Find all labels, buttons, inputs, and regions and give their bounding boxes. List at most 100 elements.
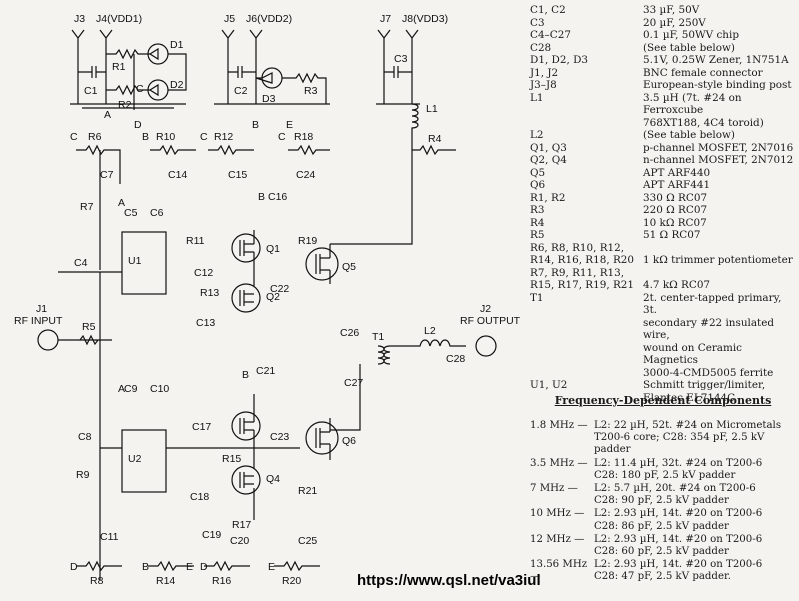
freq-band: 3.5 MHz —	[530, 457, 588, 469]
label-j7: J7	[380, 13, 391, 25]
part-ref: Q5	[530, 166, 546, 179]
label-q2: Q2	[266, 291, 280, 303]
label-c26: C26	[340, 327, 359, 339]
parts-list-row: C1, C2 33 µF, 50V	[530, 4, 796, 17]
parts-list-row: R6, R8, R10, R12, R14, R16, R18, R20 1 k…	[530, 242, 796, 267]
part-ref: Q6	[530, 179, 546, 191]
label-r9: R9	[76, 469, 90, 481]
part-value: 2t. center-tapped primary, 3t. secondary…	[643, 291, 782, 379]
freq-row: 13.56 MHz —L2: 2.93 µH, 14t. #20 on T200…	[530, 559, 796, 583]
label-c21: C21	[256, 365, 275, 377]
part-ref: J3–J8	[530, 79, 557, 91]
label-c20: C20	[230, 535, 249, 547]
label-j1b: RF INPUT	[14, 315, 63, 327]
label-a: A	[118, 383, 125, 395]
label-c27: C27	[344, 377, 363, 389]
u2-chip	[121, 429, 167, 493]
freq-band: 12 MHz —	[530, 533, 585, 545]
label-r16: R16	[212, 575, 231, 587]
label-c12: C12	[194, 267, 213, 279]
label-u2: U2	[128, 453, 142, 465]
part-ref: C1, C2	[530, 4, 566, 16]
label-b: B	[252, 119, 259, 131]
label-r6: R6	[88, 131, 102, 143]
label-c: C	[278, 131, 286, 143]
label-c7: C7	[100, 169, 114, 181]
freq-band: 7 MHz —	[530, 483, 578, 495]
label-c4: C4	[74, 257, 88, 269]
label-c3: C3	[394, 53, 408, 65]
part-value: BNC female connector	[643, 66, 763, 79]
part-value: 5.1V, 0.25W Zener, 1N751A	[643, 54, 789, 66]
part-value: 330 Ω RC07	[643, 191, 708, 204]
label-e: E	[186, 561, 193, 573]
label-c5: C5	[124, 207, 138, 219]
part-value: Schmitt trigger/limiter, Elantec EL7144C	[643, 379, 766, 404]
label-j4: J4(VDD1)	[96, 13, 142, 25]
label-e: E	[286, 119, 293, 131]
label-r4: R4	[428, 133, 442, 145]
label-j2: J2	[480, 303, 491, 315]
label-c16: C16	[268, 191, 287, 203]
label-c: C	[136, 83, 144, 95]
label-c: C	[70, 131, 78, 143]
part-ref: R7, R9, R11, R13, R15, R17, R19, R21	[530, 266, 634, 292]
part-value: p-channel MOSFET, 2N7016	[643, 141, 794, 154]
label-j6: J6(VDD2)	[246, 13, 292, 25]
label-r3: R3	[304, 85, 318, 97]
freq-row: 3.5 MHz —L2: 11.4 µH, 32t. #24 on T200-6…	[530, 458, 796, 482]
part-value: n-channel MOSFET, 2N7012	[643, 154, 794, 166]
freq-desc: L2: 2.93 µH, 14t. #20 on T200-6 C28: 60 …	[594, 533, 763, 558]
label-c24: C24	[296, 169, 315, 181]
parts-list-row: R7, R9, R11, R13, R15, R17, R19, R21 4.7…	[530, 267, 796, 292]
freq-band: 13.56 MHz —	[530, 559, 588, 583]
source-url: https://www.qsl.net/va3iul	[357, 572, 541, 589]
label-r8: R8	[90, 575, 104, 587]
label-q5: Q5	[342, 261, 356, 273]
label-r1: R1	[112, 61, 126, 73]
part-ref: L2	[530, 129, 544, 141]
part-ref: T1	[530, 291, 544, 304]
freq-desc: L2: 2.93 µH, 14t. #20 on T200-6 C28: 47 …	[594, 559, 763, 583]
label-j5: J5	[224, 13, 235, 25]
label-r13: R13	[200, 287, 219, 299]
label-r19: R19	[298, 235, 317, 247]
part-ref: C3	[530, 16, 545, 29]
label-c6: C6	[150, 207, 164, 219]
label-b: B	[242, 369, 249, 381]
part-value: 33 µF, 50V	[643, 4, 700, 16]
part-ref: R5	[530, 229, 545, 241]
label-c13: C13	[196, 317, 215, 329]
output-network: C26 C27 T1 L2 C28 J2 RF OUTPUT	[330, 150, 521, 431]
label-q1: Q1	[266, 243, 280, 255]
label-c: C	[200, 131, 208, 143]
label-j2b: RF OUTPUT	[460, 315, 521, 327]
part-value: 4.7 kΩ RC07	[643, 279, 711, 291]
part-value: (See table below)	[643, 41, 735, 54]
label-r17: R17	[232, 519, 251, 531]
supply-section: J3 J4(VDD1) C1 R1 R2 D1 D2 C A D J5 J6(V…	[70, 13, 456, 156]
label-r15: R15	[222, 453, 241, 465]
label-c19: C19	[202, 529, 221, 541]
label-c1: C1	[84, 85, 98, 97]
label-c23: C23	[270, 431, 289, 443]
label-r10: R10	[156, 131, 175, 143]
label-r18: R18	[294, 131, 313, 143]
label-r20: R20	[282, 575, 301, 587]
freq-row: 12 MHz — L2: 2.93 µH, 14t. #20 on T200-6 …	[530, 534, 796, 558]
parts-list-row: T1 2t. center-tapped primary, 3t. seconda…	[530, 292, 796, 380]
lower-driver: A C9 C10 U2 C8 R9 C11 D R8 B R14 E D R16…	[70, 365, 356, 587]
label-q4: Q4	[266, 473, 280, 485]
